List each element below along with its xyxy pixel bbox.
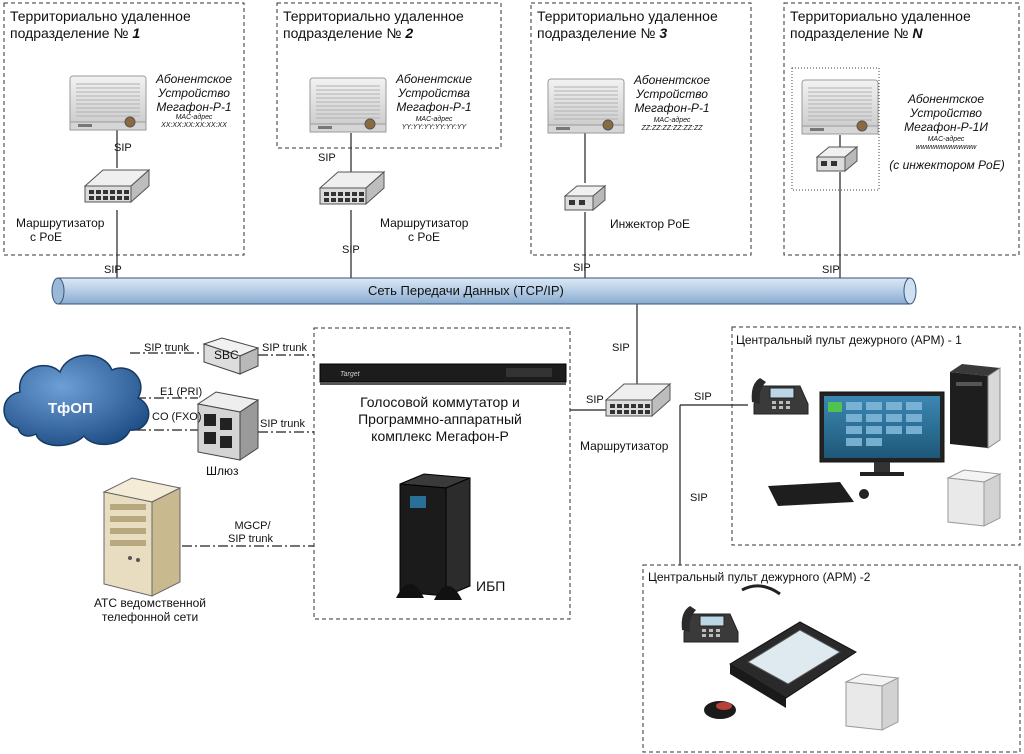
gateway-label: Шлюз <box>206 464 239 478</box>
gateway-sip-trunk: SIP trunk <box>260 418 306 430</box>
branch-2-sip-bottom: SIP <box>342 244 360 256</box>
data-network-pipe <box>51 277 917 305</box>
pstn-cloud-icon <box>3 354 150 447</box>
ups-label: ИБП <box>476 578 506 594</box>
rack-brand-label: Target <box>340 371 360 378</box>
branch-1-router-label: Маршрутизатор с PoE <box>16 216 105 244</box>
central-router <box>605 383 671 417</box>
branch-n-device-frame <box>791 67 880 191</box>
console-2-title: Центральный пульт дежурного (АРМ) -2 <box>648 570 871 584</box>
e1-pri-label: E1 (PRI) <box>160 386 203 398</box>
pbx-link-label: MGCP/SIP trunk <box>228 520 274 545</box>
branch-3-title: Территориально удаленное подразделение №… <box>537 8 718 41</box>
branch-1-sip-top: SIP <box>114 142 132 154</box>
router-sip-right: SIP <box>694 391 712 403</box>
branch-3-injector-label: Инжектор PoE <box>610 217 691 231</box>
branch-1-sip-bottom: SIP <box>104 264 122 276</box>
console-2-mouse <box>704 701 736 719</box>
network-label: Сеть Передачи Данных (TCP/IP) <box>368 283 564 298</box>
console-1-ups <box>946 469 1002 527</box>
router-sip-up: SIP <box>612 342 630 354</box>
branch-n-note: (с инжектором PoE) <box>889 158 1005 172</box>
pstn-cloud-label: ТфОП <box>48 400 93 417</box>
sbc-sip-trunk-right: SIP trunk <box>262 342 308 354</box>
console-1-frame <box>731 326 1021 546</box>
sbc-device <box>202 337 260 375</box>
branch-2-router-label: Маршрутизатор с PoE <box>380 216 469 244</box>
sbc-sip-trunk-left: SIP trunk <box>144 342 190 354</box>
sbc-label: SBC <box>214 348 239 362</box>
voice-switch-rack <box>319 363 567 385</box>
poe-router-2 <box>319 171 385 205</box>
console-2-phone <box>681 605 739 643</box>
console-2-dispatch-panel <box>729 584 857 708</box>
branch-2-frame <box>276 2 502 149</box>
console-1-keyboard <box>768 482 869 506</box>
branch-n-frame <box>783 2 1020 256</box>
poe-router-1 <box>84 169 150 203</box>
router-label: Маршрутизатор <box>580 439 669 453</box>
console-2-ups <box>844 673 900 731</box>
branch-n-title: Территориально удаленное подразделение №… <box>790 8 971 41</box>
router-sip-down: SIP <box>690 492 708 504</box>
poe-injector-3 <box>564 185 606 211</box>
co-fxo-label: CO (FXO) <box>152 411 202 423</box>
poe-injector-n <box>816 146 858 172</box>
subscriber-device-2 <box>309 77 387 133</box>
subscriber-device-3 <box>547 78 625 134</box>
console-2-frame <box>642 564 1021 753</box>
gateway-device <box>196 391 260 461</box>
router-sip-left: SIP <box>586 394 604 406</box>
console-1-pc-tower <box>950 364 1001 449</box>
pbx-cabinet <box>102 477 182 597</box>
console-1-title: Центральный пульт дежурного (АРМ) - 1 <box>736 333 962 347</box>
core-frame <box>313 327 571 620</box>
branch-2-title: Территориально удаленное подразделение №… <box>283 8 464 41</box>
console-1-monitor <box>819 391 945 476</box>
ups-device <box>396 473 471 600</box>
branch-2-sip-top: SIP <box>318 152 336 164</box>
subscriber-device-1 <box>69 75 147 131</box>
branch-n-sip-bottom: SIP <box>822 264 840 276</box>
branch-1-title: Территориально удаленное подразделение №… <box>10 8 191 41</box>
subscriber-device-n <box>801 79 879 135</box>
console-1-phone <box>751 377 809 415</box>
branch-1-frame <box>3 2 245 256</box>
branch-3-frame <box>530 2 752 256</box>
branch-3-sip-bottom: SIP <box>573 262 591 274</box>
